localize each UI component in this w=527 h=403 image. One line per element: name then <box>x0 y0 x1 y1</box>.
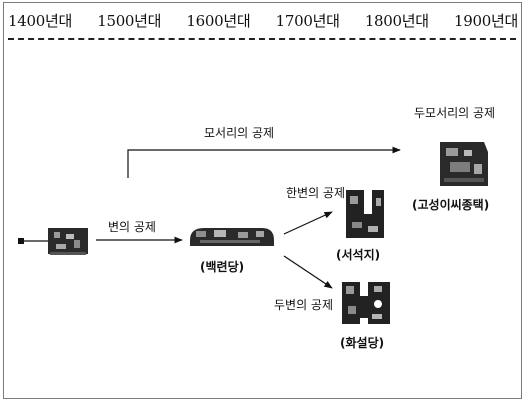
label-byeon-gongje: 변의 공제 <box>108 220 156 234</box>
arrow-hanbyeon <box>283 211 333 235</box>
arrow-dubyeon <box>283 255 333 289</box>
timeline-header: 1400년대 1500년대 1600년대 1700년대 1800년대 1900년… <box>8 8 518 32</box>
hwaseoldang-plan-icon <box>342 282 390 324</box>
origin-marker <box>18 238 24 244</box>
period-1500s: 1500년대 <box>97 11 162 30</box>
label-baengnyeondang: (백련당) <box>200 260 245 274</box>
baengnyeondang-plan-icon <box>190 228 274 246</box>
period-1800s: 1800년대 <box>364 11 429 30</box>
label-dubyeon-gongje: 두변의 공제 <box>274 298 334 312</box>
timeline-dashed-rule <box>8 38 516 40</box>
arrow-moseori <box>127 146 401 178</box>
label-moseori-gongje: 모서리의 공제 <box>204 126 275 140</box>
figure-frame <box>3 2 522 399</box>
period-1600s: 1600년대 <box>186 11 251 30</box>
period-1900s: 1900년대 <box>454 11 518 30</box>
label-seoseokji: (서석지) <box>336 248 381 262</box>
gosung-plan-icon <box>440 142 488 186</box>
label-gosung-lee-jongtaek: (고성이씨종택) <box>412 198 490 212</box>
period-1700s: 1700년대 <box>275 11 340 30</box>
label-dumoseori-gongje: 두모서리의 공제 <box>414 106 496 120</box>
label-hanbyeon-gongje: 한변의 공제 <box>286 186 346 200</box>
label-hwaseoldang: (화설당) <box>340 336 385 350</box>
origin-plan-icon <box>48 228 88 255</box>
period-1400s: 1400년대 <box>8 11 72 30</box>
seoseokji-plan-icon <box>346 190 384 238</box>
